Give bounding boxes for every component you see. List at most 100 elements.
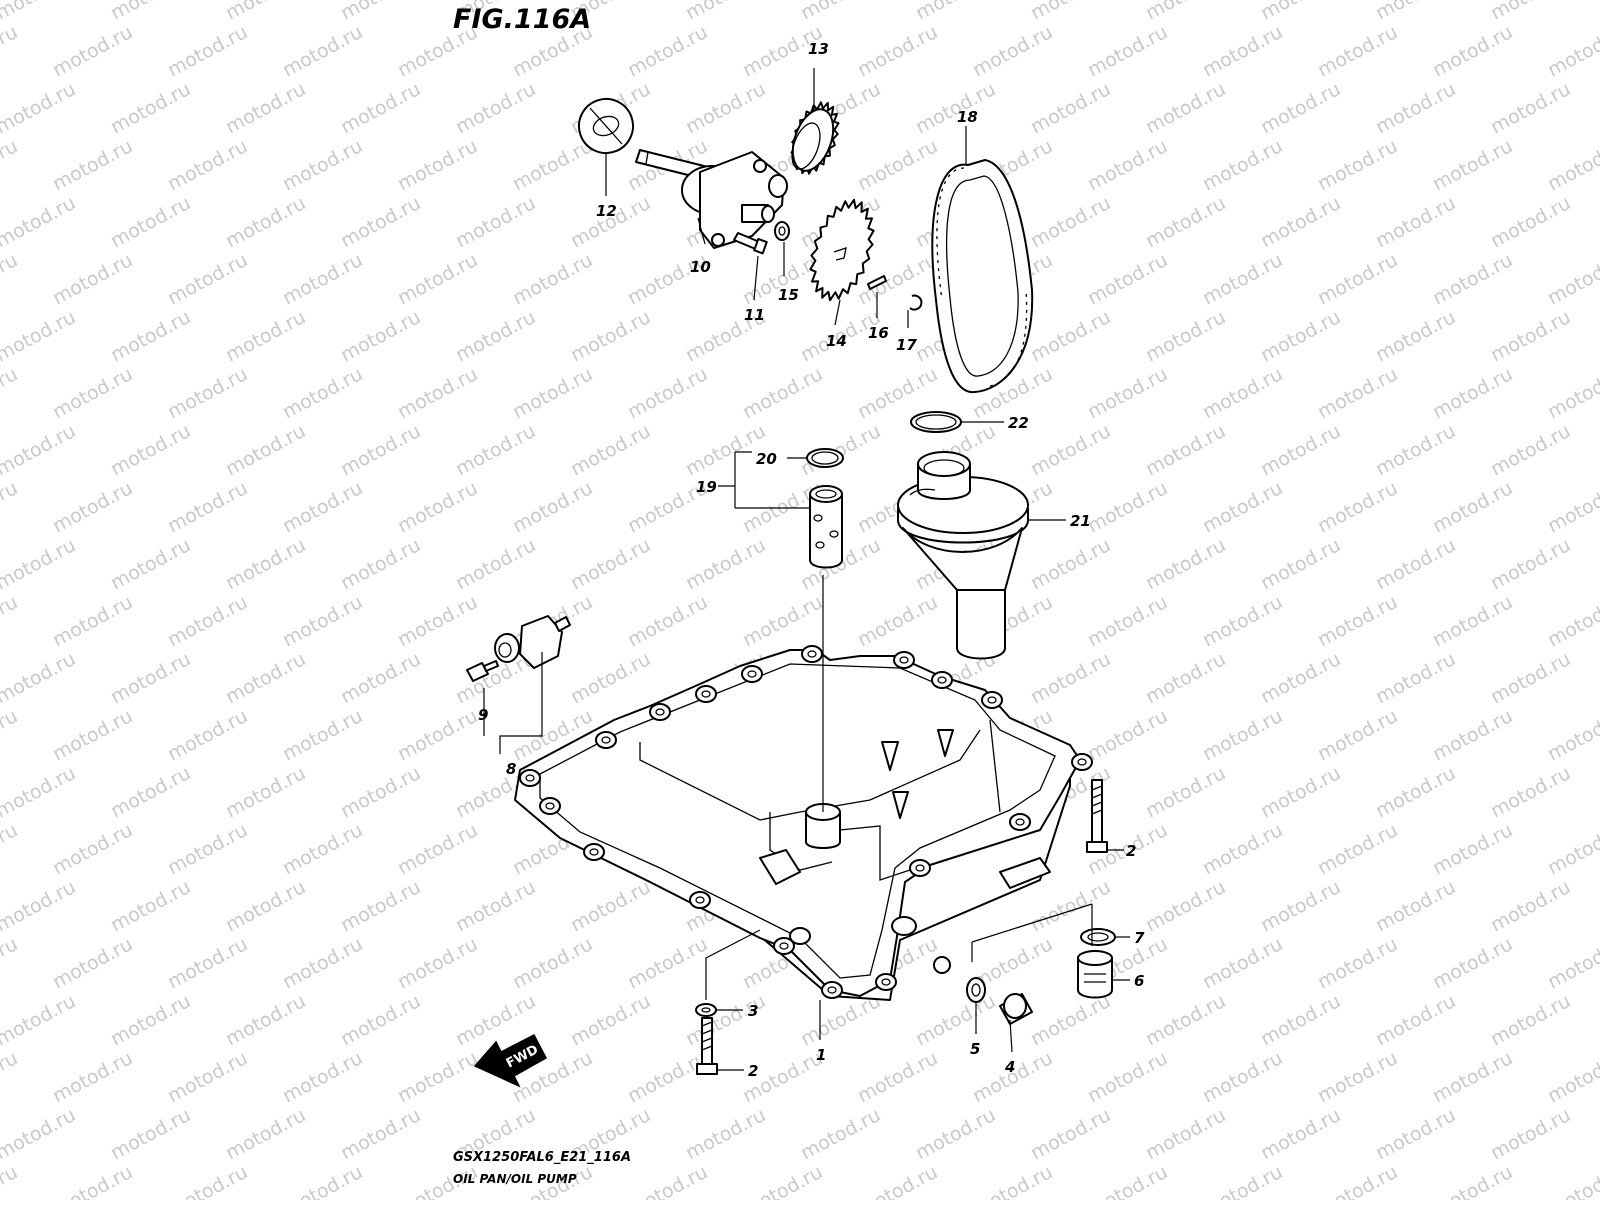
bolt-2-right [1086,779,1108,853]
watermark-text: motod.ru [1487,762,1574,822]
pump-gasket [578,98,634,154]
watermark-text: motod.ru [279,705,366,765]
watermark-text: motod.ru [1429,135,1516,195]
watermark-text: motod.ru [279,1047,366,1107]
watermark-text: motod.ru [567,420,654,480]
watermark-text: motod.ru [854,591,941,651]
watermark-text: motod.ru [222,306,309,366]
watermark-text: motod.ru [1314,933,1401,993]
pan-bolt-boss [741,665,763,683]
watermark-text: motod.ru [279,21,366,81]
pin [867,275,887,290]
callout-21: 21 [1070,512,1091,530]
watermark-text: motod.ru [107,1104,194,1164]
watermark-text: motod.ru [624,1161,711,1200]
watermark-text: motod.ru [0,933,21,993]
callout-10: 10 [690,258,711,276]
watermark-text: motod.ru [394,1047,481,1107]
watermark-text: motod.ru [164,1047,251,1107]
watermark-text: motod.ru [107,876,194,936]
watermark-text: motod.ru [969,21,1056,81]
watermark-text: motod.ru [1027,990,1114,1050]
drawing-code: GSX1250FAL6_E21_116A [453,1150,632,1165]
watermark-text: motod.ru [1027,306,1114,366]
pan-bolt-hole [601,736,611,744]
callout-7: 7 [1134,929,1145,947]
watermark-text: motod.ru [337,1104,424,1164]
watermark-text: motod.ru [1257,78,1344,138]
watermark-text: motod.ru [222,192,309,252]
watermark-text: motod.ru [222,990,309,1050]
watermark-text: motod.ru [682,534,769,594]
pan-bolt-boss [821,981,843,999]
watermark-text: motod.ru [337,306,424,366]
watermark-text: motod.ru [222,762,309,822]
watermark-text: motod.ru [1314,1161,1401,1200]
watermark-text: motod.ru [1199,135,1286,195]
watermark-text: motod.ru [1084,1047,1171,1107]
watermark-text: motod.ru [0,192,79,252]
watermark-text: motod.ru [1027,0,1114,24]
watermark-text: motod.ru [1429,705,1516,765]
callout-17: 17 [896,336,917,354]
watermark-text: motod.ru [1544,705,1600,765]
watermark-text: motod.ru [682,990,769,1050]
watermark-text: motod.ru [1544,591,1600,651]
watermark-text: motod.ru [1314,1047,1401,1107]
watermark-text: motod.ru [1142,192,1229,252]
watermark-text: motod.ru [1487,876,1574,936]
watermark-text: motod.ru [624,363,711,423]
pan-bolt-hole [987,696,997,704]
circlip [909,294,923,311]
watermark-text: motod.ru [567,534,654,594]
watermark-text: motod.ru [1544,933,1600,993]
pan-bolt-hole [779,942,789,950]
pan-bolt-boss [595,731,617,749]
watermark-text: motod.ru [337,192,424,252]
watermark-text: motod.ru [0,1047,21,1107]
watermark-text: motod.ru [0,648,79,708]
watermark-text: motod.ru [394,363,481,423]
watermark-text: motod.ru [0,705,21,765]
watermark-text: motod.ru [49,249,136,309]
pan-bolt-boss [689,891,711,909]
watermark-text: motod.ru [1084,705,1171,765]
switch-bolt [466,660,499,682]
watermark-text: motod.ru [854,1047,941,1107]
watermark-text: motod.ru [394,249,481,309]
pan-bolt-boss [1071,753,1093,771]
watermark-text: motod.ru [279,933,366,993]
watermark-text: motod.ru [279,135,366,195]
watermark-text: motod.ru [0,534,79,594]
watermark-text: motod.ru [739,1161,826,1200]
watermark-text: motod.ru [1429,1047,1516,1107]
watermark-text: motod.ru [1084,21,1171,81]
watermark-text: motod.ru [49,21,136,81]
drain-bolt-4 [999,993,1033,1025]
pan-bolt-boss [519,769,541,787]
watermark-text: motod.ru [1257,648,1344,708]
callout-15: 15 [778,286,799,304]
watermark-text: motod.ru [337,0,424,24]
watermark-text: motod.ru [854,21,941,81]
watermark-text: motod.ru [509,363,596,423]
pan-bolt-hole [827,986,837,994]
watermark-text: motod.ru [0,762,79,822]
pan-bolt-boss [773,937,795,955]
watermark-text: motod.ru [1257,990,1344,1050]
watermark-text: motod.ru [1544,1161,1600,1200]
watermark-text: motod.ru [1372,648,1459,708]
watermark-text: motod.ru [1027,420,1114,480]
callout-6: 6 [1134,972,1144,990]
watermark-text: motod.ru [107,990,194,1050]
watermark-text: motod.ru [1199,591,1286,651]
watermark-text: motod.ru [49,591,136,651]
watermark-text: motod.ru [1544,477,1600,537]
callout-3: 3 [748,1002,758,1020]
watermark-text: motod.ru [1429,819,1516,879]
callout-11: 11 [744,306,765,324]
watermark-text: motod.ru [107,534,194,594]
figure-caption: OIL PAN/OIL PUMP [453,1172,577,1186]
watermark-text: motod.ru [452,534,539,594]
watermark-text: motod.ru [337,762,424,822]
